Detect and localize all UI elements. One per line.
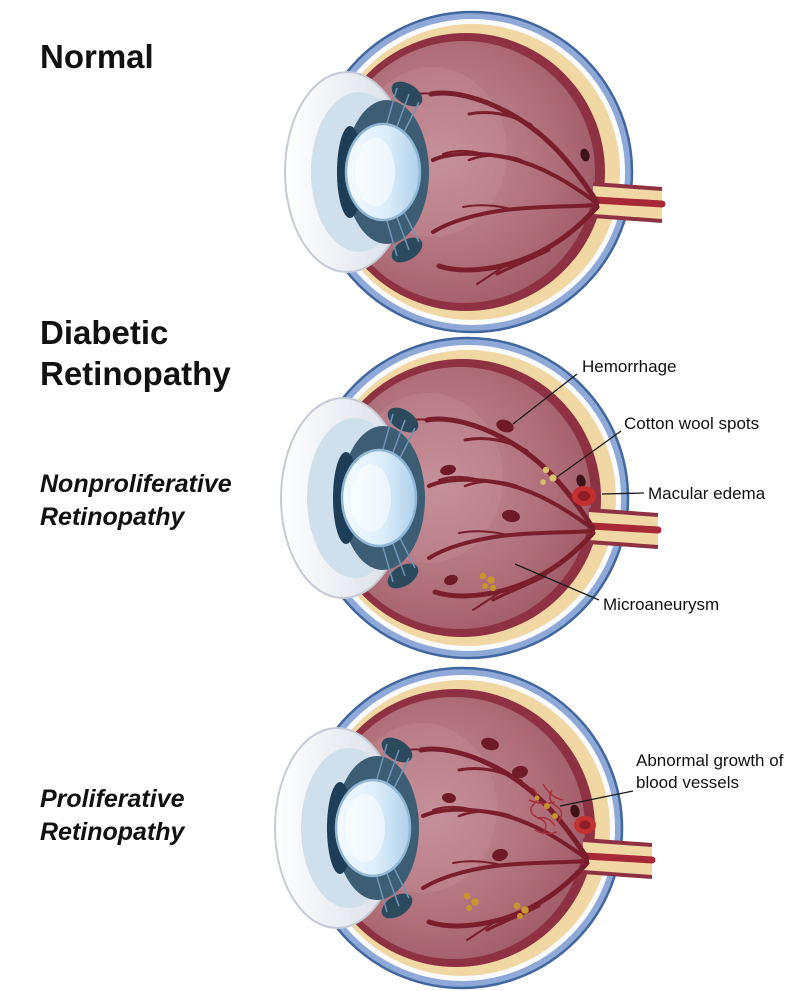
eye-diagram-proliferative (237, 648, 677, 991)
eye-diagram-nonproliferative (243, 318, 683, 718)
label-hemorrhage: Hemorrhage (582, 357, 677, 376)
exudate-spots (534, 795, 558, 819)
microaneurysm-spots (479, 572, 497, 592)
label-abnormal-growth: Abnormal growth of blood vessels (636, 751, 784, 793)
section-label-diabetic-retinopathy: Diabetic Retinopathy (40, 314, 231, 393)
hemorrhage-spots (440, 419, 520, 586)
section-label-nonproliferative: Nonproliferative Retinopathy (40, 470, 232, 531)
microaneurysm-spots (463, 892, 529, 919)
label-macular-edema: Macular edema (648, 484, 766, 503)
label-cotton-wool-spots: Cotton wool spots (624, 414, 760, 433)
hemorrhage-spots (442, 737, 528, 862)
macular-edema-spot (574, 816, 596, 834)
section-label-proliferative: Proliferative Retinopathy (40, 785, 185, 846)
label-microaneurysm: Microaneurysm (603, 595, 720, 614)
macular-edema-spot (572, 486, 596, 506)
section-label-normal: Normal (40, 38, 154, 75)
cotton-wool-spots (540, 466, 557, 485)
